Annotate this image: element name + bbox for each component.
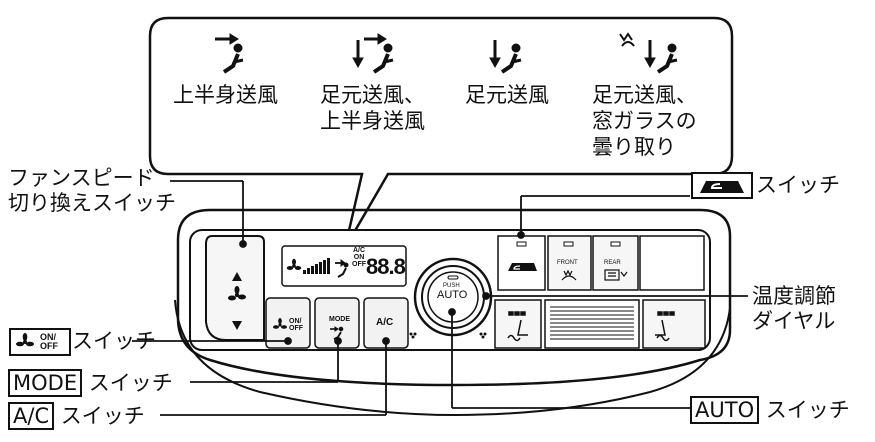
front-indicator [563, 241, 574, 247]
temp-dial-red-icon [479, 332, 487, 339]
temp-dial-blue-icon [409, 332, 417, 339]
temp-dial-label: 温度調節 ダイヤル [752, 284, 836, 334]
temp-dial-label-line2: ダイヤル [752, 309, 836, 333]
mode-label-line: 足元送風 [465, 83, 549, 107]
display-mode-icon [335, 259, 349, 278]
ac-label-box: A/C [8, 402, 55, 430]
rear-defrost-icon [604, 269, 628, 281]
bi-level-airflow-icon [352, 33, 394, 74]
rear-indicator [610, 241, 621, 247]
ac-button-label: A/C [376, 317, 394, 328]
mode-button-label: MODE [329, 316, 350, 323]
ac-switch-suffix: スイッチ [60, 404, 145, 428]
fan-button-icon [273, 318, 287, 329]
fan-level-bars [303, 258, 330, 274]
mode-label-line: 足元送風、 [320, 83, 425, 107]
dial-auto-label: AUTO [437, 289, 468, 301]
temp-dial-label-line1: 温度調節 [752, 284, 836, 308]
fan-speed-down-arrow-icon[interactable] [232, 321, 242, 330]
display-ac-text: A/C [352, 247, 366, 254]
recirc-indicator [516, 241, 527, 247]
mode-switch-label: MODE スイッチ [8, 369, 173, 397]
center-vent-grille [544, 299, 640, 349]
display-ac-label: A/C ON OFF [352, 247, 366, 268]
leader-lines [132, 180, 748, 416]
fan-speed-up-arrow-icon[interactable] [232, 272, 242, 281]
mode-button[interactable] [314, 297, 360, 349]
fan-label-fan-icon [16, 333, 34, 347]
fan-speed-label-line2: 切り換えスイッチ [8, 191, 176, 215]
fan-label-on-text: ON/ [40, 332, 57, 342]
mode-label-line: 窓ガラスの [592, 109, 697, 133]
right-seat-heater-button[interactable] [642, 299, 706, 349]
front-button-label: FRONT [557, 260, 578, 266]
display-temperature: 88.8 [366, 254, 406, 279]
mode-switch-suffix: スイッチ [88, 371, 173, 395]
mode-label-bi-level: 足元送風、 上半身送風 [320, 82, 425, 134]
left-seat-heater-icon [507, 311, 528, 342]
fan-onoff-text: ON/ OFF [289, 318, 303, 332]
temperature-dial[interactable] [413, 257, 493, 337]
auto-label-box: AUTO [690, 396, 760, 424]
front-defrost-icon [561, 269, 577, 281]
floor-airflow-icon [489, 40, 522, 74]
fan-speed-label: ファンスピード 切り換えスイッチ [8, 166, 176, 216]
rear-button-label: REAR [604, 260, 621, 266]
front-defrost-button[interactable] [547, 235, 592, 291]
right-seat-heater-icon [655, 311, 675, 342]
fan-speed-rocker[interactable] [205, 235, 265, 341]
blank-button-top [639, 235, 705, 291]
upper-body-airflow-icon [215, 33, 244, 74]
recirculation-icon [508, 263, 537, 271]
mode-label-floor-defrost: 足元送風、 窓ガラスの 曇り取り [592, 82, 697, 160]
fan-speed-label-line1: ファンスピード [8, 166, 155, 190]
auto-switch-label: AUTO スイッチ [690, 396, 850, 424]
mode-label-line: 上半身送風 [173, 83, 278, 107]
fan-onoff-switch-label: スイッチ [72, 329, 156, 353]
fan-on-text: ON/ [289, 318, 302, 325]
display-on-text: ON [353, 254, 365, 261]
fan-icon [228, 286, 246, 301]
mode-label-line: 上半身送風 [320, 109, 425, 133]
mode-label-floor: 足元送風 [465, 82, 549, 108]
fan-label-off-text: OFF [40, 341, 58, 351]
fan-off-text: OFF [289, 325, 303, 332]
dial-push-label: PUSH [443, 283, 460, 289]
floor-defrost-airflow-icon [619, 32, 678, 74]
display-off-text: OFF [352, 261, 366, 268]
recirc-switch-label: スイッチ [756, 173, 840, 197]
recirc-label-car-icon [700, 181, 744, 193]
status-display [281, 245, 407, 287]
mode-label-line: 曇り取り [592, 135, 676, 159]
ac-switch-label: A/C スイッチ [8, 402, 145, 430]
fan-onoff-button[interactable] [265, 297, 311, 349]
mode-label-upper-body: 上半身送風 [173, 82, 278, 108]
fan-label-box [9, 328, 71, 356]
mode-label-box: MODE [8, 369, 83, 397]
auto-switch-suffix: スイッチ [765, 398, 850, 422]
mode-label-line: 足元送風、 [592, 83, 697, 107]
display-fan-icon [286, 258, 302, 270]
fan-label-box-text: ON/ OFF [40, 333, 58, 351]
console-lower-trim [174, 299, 731, 417]
